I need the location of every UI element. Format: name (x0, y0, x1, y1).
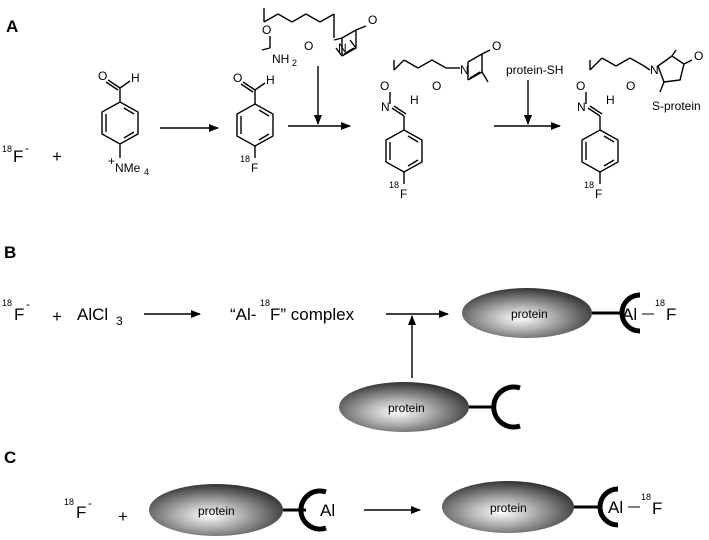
svg-text:O: O (233, 71, 242, 85)
svg-text:3: 3 (116, 314, 123, 328)
panel-label-b: B (4, 243, 16, 262)
svg-text:2: 2 (292, 58, 297, 68)
svg-text:18: 18 (2, 144, 12, 154)
svg-text:N: N (650, 63, 659, 77)
protein-al-f18-product-b: protein Al 18 F (462, 288, 676, 338)
svg-text:F” complex: F” complex (270, 305, 355, 324)
svg-text:Al: Al (608, 498, 623, 517)
svg-text:O: O (626, 79, 635, 93)
protein-chelator-al-c: protein Al (149, 484, 335, 536)
ammonium-group: NMe (115, 161, 141, 175)
svg-text:H: H (266, 73, 275, 87)
svg-text:N: N (381, 100, 390, 114)
fluorobenzaldehyde-oxime-maleimide (385, 49, 491, 184)
svg-text:O: O (694, 49, 703, 63)
al-f18-complex-label: “Al- 18 F” complex (230, 298, 355, 324)
s-protein-label: S-protein (652, 99, 701, 113)
svg-text:Al: Al (320, 501, 335, 520)
svg-text:18: 18 (2, 298, 12, 308)
plus-sign-b: + (52, 307, 62, 326)
trimethylammonium-benzaldehyde (101, 79, 139, 158)
svg-text:18: 18 (389, 180, 399, 190)
protein-chelator-b: protein (339, 382, 521, 432)
svg-text:F: F (400, 187, 407, 201)
svg-text:N: N (460, 63, 469, 77)
svg-text:N: N (577, 100, 586, 114)
panel-label-c: C (4, 448, 16, 467)
svg-text:protein: protein (490, 501, 527, 515)
svg-text:O: O (262, 23, 271, 37)
fluoride-18-reactant: 18 F - (2, 141, 29, 166)
svg-text:F: F (595, 187, 602, 201)
svg-text:Al: Al (622, 305, 637, 324)
svg-text:F: F (76, 503, 86, 522)
svg-text:18: 18 (655, 298, 665, 308)
fluoride-18-c: 18 F - (64, 496, 92, 522)
svg-text:“Al-: “Al- (230, 305, 256, 324)
protein-al-f18-product-c: protein Al 18 F (442, 481, 662, 533)
aldehyde-h: H (131, 71, 140, 85)
plus-sign: + (52, 147, 62, 166)
svg-text:H: H (606, 93, 615, 107)
svg-text:18: 18 (584, 180, 594, 190)
thioether-protein-conjugate (581, 49, 693, 184)
svg-text:F: F (251, 161, 258, 175)
plus-sign-c: + (118, 507, 128, 526)
svg-text:AlCl: AlCl (77, 305, 108, 324)
svg-text:O: O (432, 79, 441, 93)
fluorobenzaldehyde (236, 81, 274, 158)
svg-text:protein: protein (198, 504, 235, 518)
svg-text:18: 18 (641, 492, 651, 502)
svg-text:protein: protein (388, 401, 425, 415)
protein-sh-label: protein-SH (506, 63, 563, 77)
svg-text:18: 18 (64, 497, 74, 507)
panel-label-a: A (6, 17, 18, 36)
svg-text:O: O (304, 39, 313, 53)
svg-text:-: - (88, 496, 92, 510)
svg-text:18: 18 (260, 298, 270, 308)
svg-text:N: N (338, 41, 347, 55)
svg-text:F: F (652, 499, 662, 518)
svg-text:-: - (25, 141, 29, 155)
svg-text:4: 4 (144, 167, 149, 177)
fluoride-18-b: 18 F - (2, 297, 30, 324)
svg-text:O: O (576, 79, 585, 93)
aminooxy-maleimide-reagent (261, 8, 367, 57)
svg-text:F: F (14, 305, 24, 324)
aminooxy-nh2: NH (272, 52, 289, 66)
svg-text:protein: protein (511, 307, 548, 321)
aldehyde-o: O (98, 69, 107, 83)
svg-text:O: O (380, 79, 389, 93)
svg-text:-: - (26, 297, 30, 311)
svg-text:H: H (410, 93, 419, 107)
ammonium-plus: + (108, 154, 115, 168)
aluminium-chloride: AlCl 3 (77, 305, 123, 328)
svg-text:18: 18 (240, 154, 250, 164)
svg-text:O: O (492, 39, 501, 53)
svg-text:O: O (368, 13, 377, 27)
svg-text:F: F (666, 305, 676, 324)
svg-text:F: F (13, 147, 23, 166)
